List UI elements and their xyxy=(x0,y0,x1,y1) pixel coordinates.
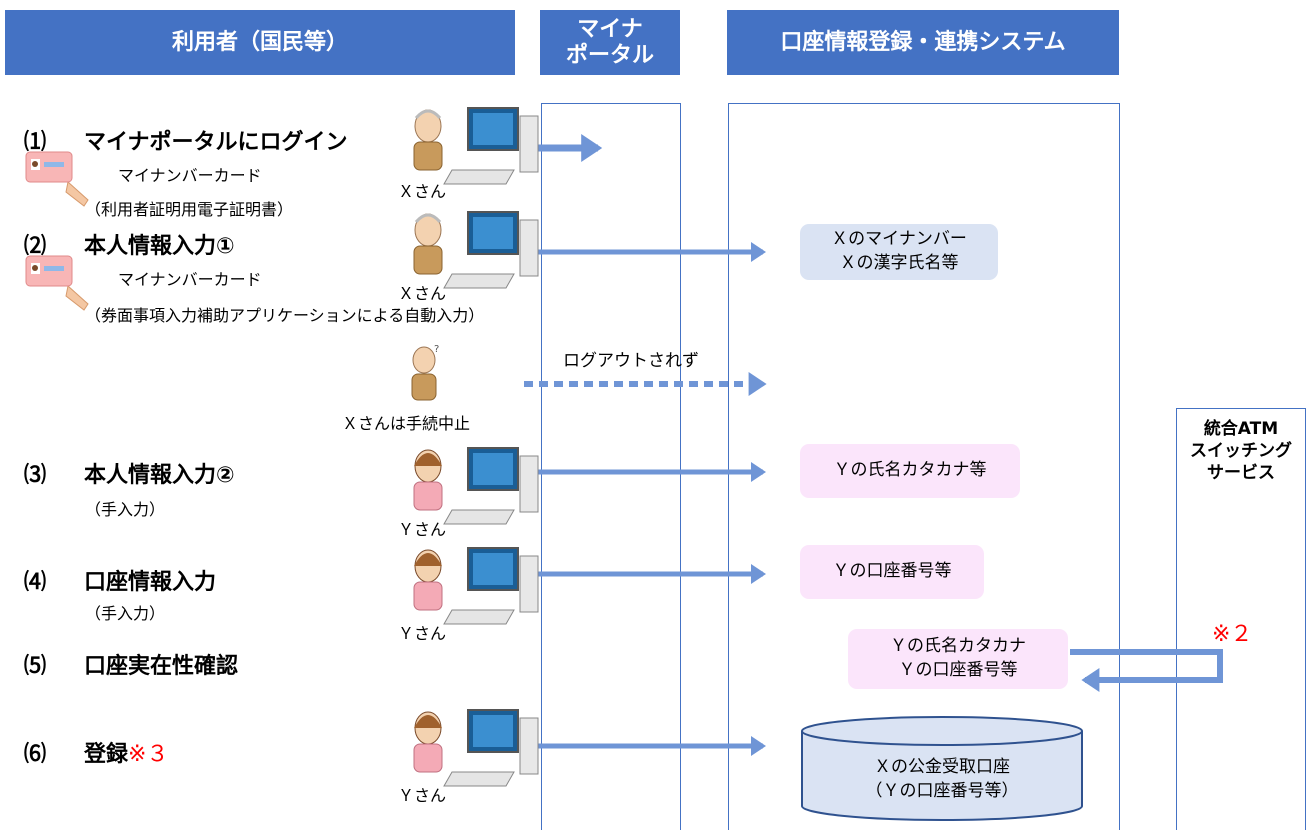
y-account-box: Ｙの口座番号等 xyxy=(800,545,984,599)
y-account-text: Ｙの口座番号等 xyxy=(832,561,952,582)
s1-card-label: マイナンバーカード xyxy=(118,166,262,185)
step-label: マイナポータルにログイン xyxy=(84,130,348,155)
verify-kana-text: Ｙの氏名カタカナ xyxy=(890,636,1026,657)
step-label: 口座実在性確認 xyxy=(84,654,239,679)
lane-mynaportal xyxy=(541,103,681,830)
atm-line1: 統合ATM xyxy=(1203,419,1279,439)
x-info-box: Ｘのマイナンバー Ｘの漢字氏名等 xyxy=(800,224,998,280)
step-4: ⑷ 口座情報入力 xyxy=(24,564,216,596)
person-x-label: Ｘさん xyxy=(398,284,447,303)
user-at-computer-icon xyxy=(413,709,539,787)
person-y-label: Ｙさん xyxy=(398,624,447,643)
step-label: 口座情報入力 xyxy=(84,570,217,595)
atm-switching-service: 統合ATM スイッチング サービス xyxy=(1178,418,1304,484)
step-number: ⑷ xyxy=(24,570,47,595)
y-kana-text: Ｙの氏名カタカナ等 xyxy=(833,460,987,481)
s2-card-label: マイナンバーカード xyxy=(118,270,262,289)
user-at-computer-icon xyxy=(413,447,539,525)
s3-manual-label: （手入力） xyxy=(85,500,166,519)
step-label: 本人情報入力① xyxy=(84,234,235,259)
atm-line2: スイッチング xyxy=(1190,441,1292,462)
step-note: ※３ xyxy=(128,742,169,767)
s1-cert-label: （利用者証明用電子証明書） xyxy=(85,200,294,219)
db-account-sub-text: （Ｙの口座番号等） xyxy=(865,781,1019,801)
database-label: Ｘの公金受取口座 （Ｙの口座番号等） xyxy=(802,752,1082,808)
mynumber-card-icon xyxy=(25,151,89,207)
x-stop-label: Ｘさんは手続中止 xyxy=(342,414,471,433)
db-account-text: Ｘの公金受取口座 xyxy=(874,757,1010,778)
user-at-computer-icon xyxy=(413,107,539,185)
step-number: ⑸ xyxy=(24,654,47,679)
person-y-label: Ｙさん xyxy=(398,786,447,805)
step-number: ⑴ xyxy=(24,130,47,155)
x-kanji-name-text: Ｘの漢字氏名等 xyxy=(839,253,959,273)
y-kana-box: Ｙの氏名カタカナ等 xyxy=(800,444,1020,498)
verify-box: Ｙの氏名カタカナ Ｙの口座番号等 xyxy=(848,629,1068,689)
step-number: ⑶ xyxy=(24,463,47,488)
x-mynumber-text: Ｘのマイナンバー xyxy=(831,229,967,250)
person-y-label: Ｙさん xyxy=(398,520,447,539)
step-number: ⑹ xyxy=(24,742,47,767)
header-mynaportal: マイナ ポータル xyxy=(540,10,680,75)
s4-manual-label: （手入力） xyxy=(85,604,166,623)
user-at-computer-icon xyxy=(413,547,539,625)
svg-text:?: ? xyxy=(434,344,439,355)
user-at-computer-icon xyxy=(413,211,539,289)
step-3: ⑶ 本人情報入力② xyxy=(24,457,235,489)
mynumber-card-icon xyxy=(25,255,89,311)
header-user: 利用者（国民等） xyxy=(5,10,515,75)
atm-line3: サービス xyxy=(1207,463,1275,484)
header-system: 口座情報登録・連携システム xyxy=(727,10,1119,75)
step-6: ⑹ 登録 ※３ xyxy=(24,736,168,768)
step-1: ⑴ マイナポータルにログイン xyxy=(24,124,348,156)
step-number: ⑵ xyxy=(24,234,47,259)
confused-person-icon: ? xyxy=(411,344,439,401)
verify-account-text: Ｙの口座番号等 xyxy=(898,660,1018,680)
step-label: 登録 xyxy=(84,742,129,767)
step-label: 本人情報入力② xyxy=(84,463,235,488)
lane-system xyxy=(728,103,1120,830)
step-2: ⑵ 本人情報入力① xyxy=(24,228,235,260)
logout-label: ログアウトされず xyxy=(563,351,699,371)
step-5: ⑸ 口座実在性確認 xyxy=(24,648,238,680)
atm-note: ※２ xyxy=(1212,622,1253,647)
person-x-label: Ｘさん xyxy=(398,182,447,201)
s2-auto-label: （券面事項入力補助アプリケーションによる自動入力） xyxy=(85,306,485,325)
